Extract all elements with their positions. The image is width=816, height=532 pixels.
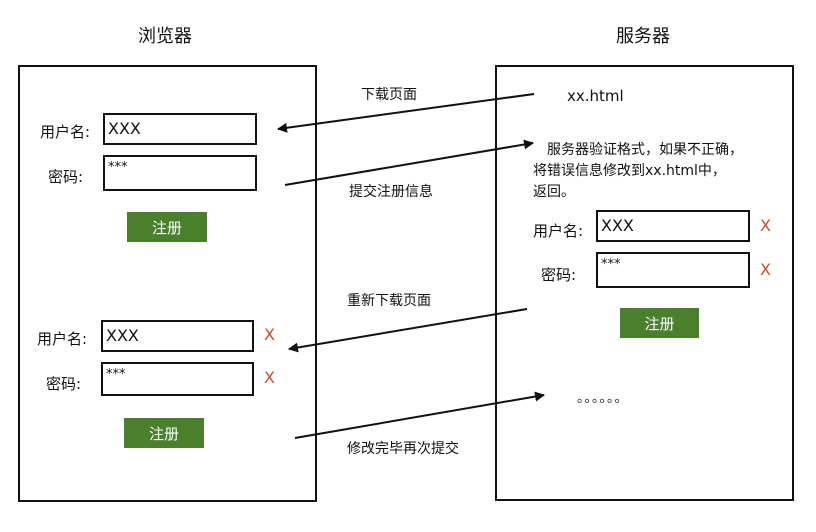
password-label: 密码:: [541, 266, 577, 284]
username-field[interactable]: XXX: [103, 113, 257, 145]
username-label: 用户名:: [37, 330, 88, 348]
username-error-icon: X: [760, 216, 771, 235]
password-label: 密码:: [48, 168, 84, 186]
file-name: xx.html: [567, 87, 624, 105]
arrow-redownload-page: [288, 308, 528, 353]
browser-title: 浏览器: [138, 26, 192, 47]
validation-note-line: 返回。: [533, 184, 575, 200]
password-field[interactable]: ***: [596, 252, 750, 288]
password-label: 密码:: [46, 375, 82, 393]
password-error-icon: X: [760, 260, 771, 279]
password-error-icon: X: [264, 368, 275, 387]
arrow-download-page: [277, 93, 535, 133]
server-title: 服务器: [616, 26, 670, 47]
validation-note: 服务器验证格式，如果不正确， 将错误信息修改到xx.html中， 返回。: [533, 140, 743, 203]
register-button[interactable]: 注册: [127, 212, 207, 242]
ellipsis: 。。。。。。: [577, 391, 629, 406]
browser-panel: [18, 65, 317, 502]
username-error-icon: X: [264, 325, 275, 344]
arrow-resubmit: [294, 391, 545, 439]
validation-note-line: 将错误信息修改到xx.html中，: [533, 163, 726, 179]
username-field[interactable]: XXX: [101, 320, 254, 352]
password-field[interactable]: ***: [103, 155, 257, 191]
register-button[interactable]: 注册: [620, 308, 699, 338]
arrow-label-redownload: 重新下载页面: [347, 293, 431, 309]
validation-note-line: 服务器验证格式，如果不正确，: [547, 142, 743, 158]
arrow-submit-registration: [284, 139, 534, 186]
register-button[interactable]: 注册: [124, 418, 204, 448]
username-label: 用户名:: [533, 222, 584, 240]
username-label: 用户名:: [40, 123, 91, 141]
arrow-label-resubmit: 修改完毕再次提交: [347, 441, 459, 457]
arrow-label-submit: 提交注册信息: [349, 184, 433, 200]
server-panel: [495, 65, 794, 501]
username-field[interactable]: XXX: [596, 210, 750, 242]
password-field[interactable]: ***: [101, 362, 254, 396]
arrow-label-download: 下载页面: [361, 87, 417, 103]
